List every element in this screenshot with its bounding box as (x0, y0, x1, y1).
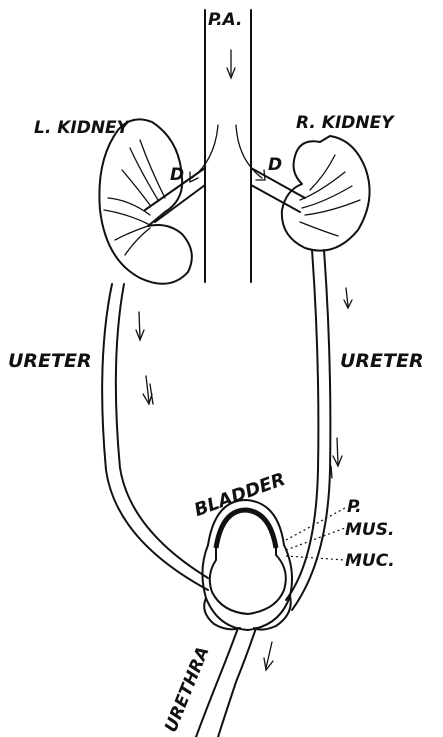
urethra-label: URETHRA (161, 644, 213, 735)
d-right-label: D (268, 155, 282, 175)
left-ureter-label: URETER (8, 350, 92, 372)
left-ureter (102, 284, 208, 590)
mus-label: MUS. (345, 520, 394, 540)
bladder (202, 500, 292, 630)
right-kidney-label: R. KIDNEY (296, 113, 395, 133)
pa-label: P.A. (208, 10, 242, 30)
right-ureter (286, 250, 352, 610)
right-ureter-label: URETER (340, 350, 424, 372)
aorta (205, 10, 251, 282)
left-kidney-label: L. KIDNEY (34, 118, 131, 138)
urethra (196, 628, 273, 737)
muc-label: MUC. (345, 551, 395, 571)
left-kidney (99, 119, 191, 283)
d-left-label: D (170, 165, 184, 185)
p-label: P. (347, 497, 362, 517)
